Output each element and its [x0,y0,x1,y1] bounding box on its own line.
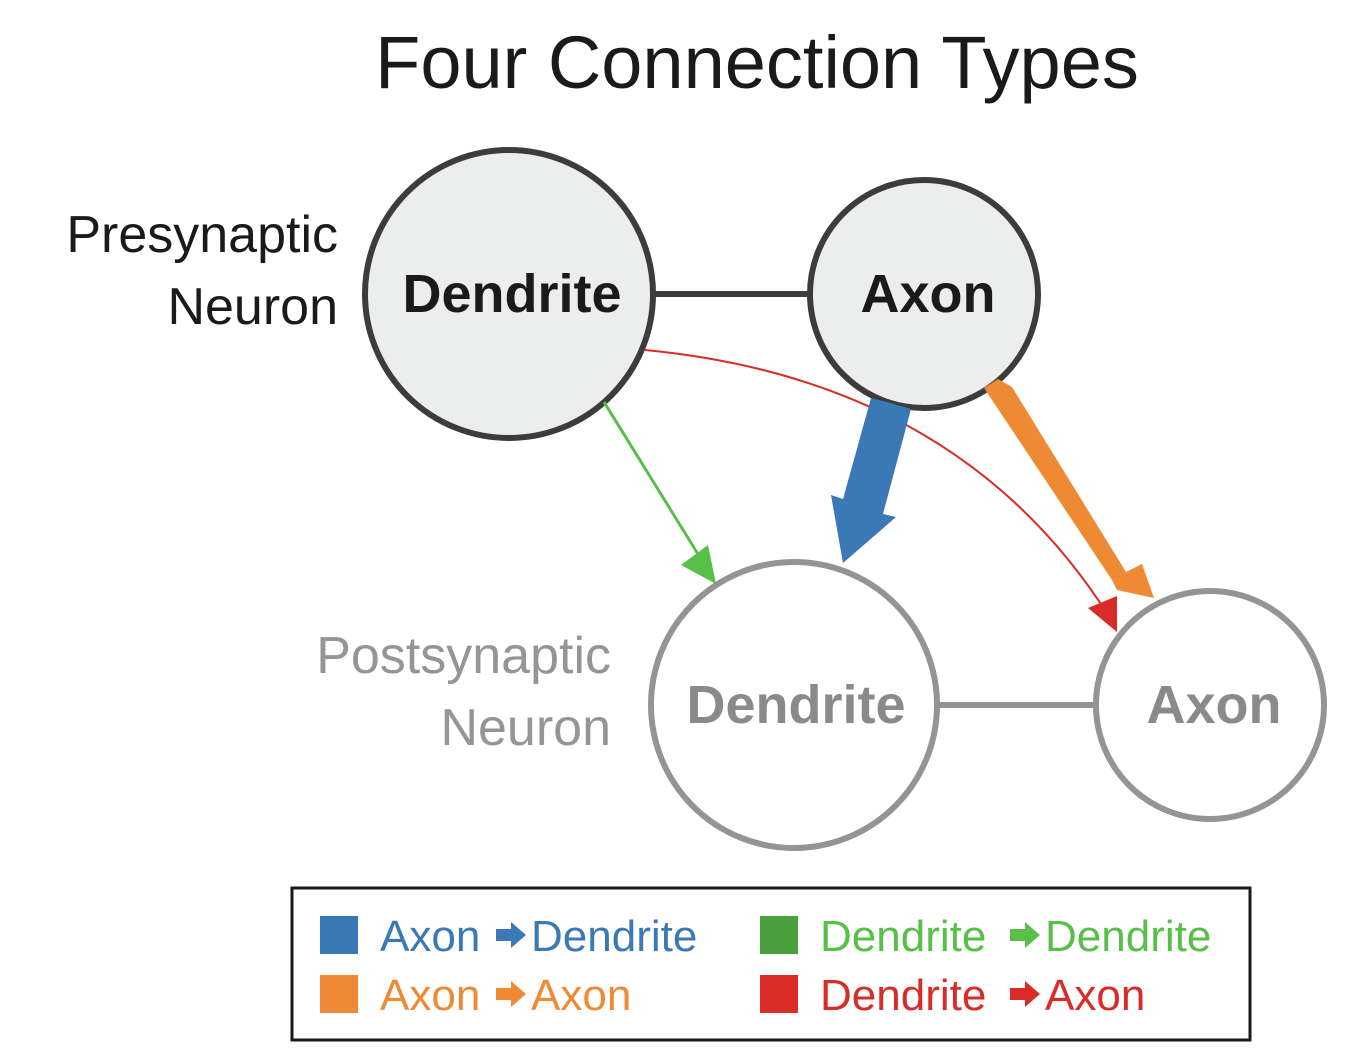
arrow-dendrite-axon-shaft [644,349,1111,619]
legend-to-axon-dendrite: Dendrite [531,912,697,961]
legend-from-dendrite-dendrite: Dendrite [820,912,986,961]
presynaptic-dendrite-label: Dendrite [402,264,621,324]
arrow-axon-axon [984,379,1154,598]
postsynaptic-label-line1: Postsynaptic [316,627,611,685]
presynaptic-dendrite-node [362,147,656,441]
legend-from-axon-dendrite: Axon [380,912,480,961]
legend-box [290,886,1252,1042]
postsynaptic-dendrite-label: Dendrite [686,675,905,735]
legend-to-dendrite-axon: Axon [1045,971,1145,1020]
postsynaptic-axon-label: Axon [1147,675,1282,735]
arrow-dendrite-axon-head [1088,596,1117,632]
legend-to-dendrite-dendrite: Dendrite [1045,912,1211,961]
legend-from-axon-axon: Axon [380,971,480,1020]
presynaptic-label-line1: Presynaptic [66,206,338,264]
presynaptic-axon-node [807,177,1041,411]
arrow-axon-dendrite [831,398,911,563]
arrow-dendrite-dendrite-head [681,545,716,584]
legend-swatch-axon-dendrite [320,916,358,954]
legend-to-axon-axon: Axon [531,971,631,1020]
presynaptic-label-line2: Neuron [167,278,338,336]
diagram-title: Four Connection Types [375,21,1139,104]
presynaptic-axon-label: Axon [861,264,996,324]
legend-arrow-icon [1010,981,1040,1007]
arrow-dendrite-dendrite-shaft [602,401,716,581]
legend-swatch-dendrite-axon [760,975,798,1013]
postsynaptic-dendrite-node [648,559,940,851]
legend-arrow-icon [496,922,526,948]
postsynaptic-label-line2: Neuron [440,699,611,757]
legend-from-dendrite-axon: Dendrite [820,971,986,1020]
legend-swatch-axon-axon [320,975,358,1013]
legend-swatch-dendrite-dendrite [760,916,798,954]
legend-arrow-icon [1010,922,1040,948]
postsynaptic-axon-node [1093,588,1327,822]
legend-arrow-icon [496,981,526,1007]
